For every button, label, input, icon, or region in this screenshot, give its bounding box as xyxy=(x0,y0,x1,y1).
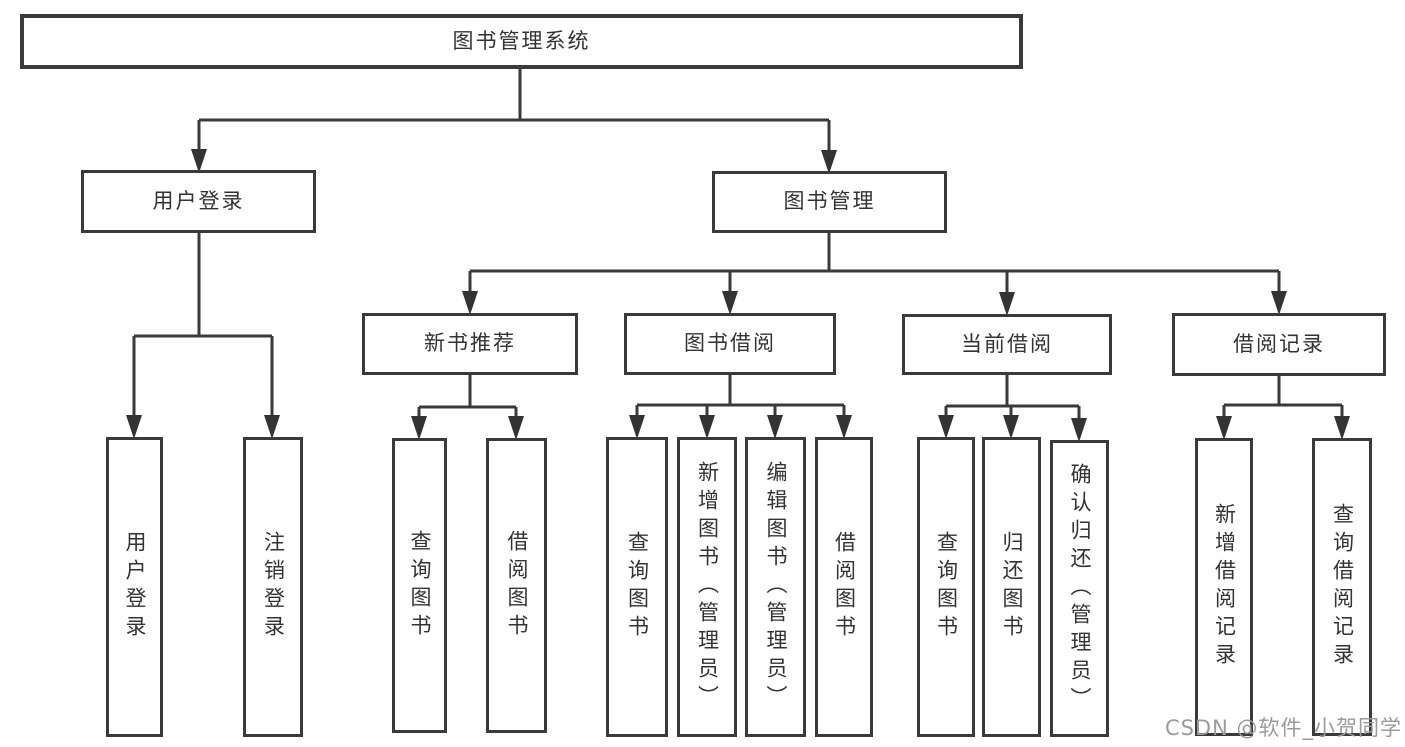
node-cb-query-books: 查询图书 xyxy=(917,437,975,737)
node-label: 归还图书 xyxy=(1000,531,1024,643)
node-label: 确认归还（管理员） xyxy=(1068,462,1092,715)
node-book-management: 图书管理 xyxy=(712,171,947,233)
node-label: 借阅记录 xyxy=(1233,331,1325,356)
node-label: 新增借阅记录 xyxy=(1212,503,1237,671)
node-user-login-leaf: 用户登录 xyxy=(106,437,163,737)
node-label: 查询图书 xyxy=(408,529,432,642)
node-label: 图书管理系统 xyxy=(452,28,591,53)
arrowheads xyxy=(126,149,1350,442)
csdn-watermark: CSDN @软件_小贺同学 xyxy=(1164,716,1402,740)
node-label: 图书借阅 xyxy=(684,331,776,356)
node-borrowing-records: 借阅记录 xyxy=(1172,313,1386,376)
node-label: 当前借阅 xyxy=(961,331,1053,356)
node-library-management-system: 图书管理系统 xyxy=(20,14,1023,69)
node-label: 新书推荐 xyxy=(424,331,516,356)
node-br-query-record: 查询借阅记录 xyxy=(1312,438,1372,736)
node-bb-query-books: 查询图书 xyxy=(606,437,668,737)
node-label: 借阅图书 xyxy=(832,531,857,643)
node-current-borrowing: 当前借阅 xyxy=(902,314,1112,375)
node-bb-borrow-books: 借阅图书 xyxy=(815,437,873,737)
node-label: 编辑图书（管理员） xyxy=(764,461,788,713)
node-label: 查询借阅记录 xyxy=(1330,503,1355,671)
node-bb-edit-books-admin: 编辑图书（管理员） xyxy=(745,437,806,737)
node-label: 用户登录 xyxy=(152,188,245,213)
node-label: 图书管理 xyxy=(783,189,876,214)
node-label: 查询图书 xyxy=(934,531,959,643)
node-br-add-record: 新增借阅记录 xyxy=(1195,438,1253,736)
node-label: 借阅图书 xyxy=(505,529,529,642)
node-cb-confirm-return-admin: 确认归还（管理员） xyxy=(1050,440,1109,737)
node-new-book-recommend: 新书推荐 xyxy=(362,313,578,375)
node-bb-add-books-admin: 新增图书（管理员） xyxy=(677,437,737,737)
node-label: 查询图书 xyxy=(625,531,650,643)
node-cb-return-books: 归还图书 xyxy=(982,437,1041,737)
node-nb-borrow-books: 借阅图书 xyxy=(486,438,547,733)
node-logout-leaf: 注销登录 xyxy=(243,437,303,737)
node-nb-query-books: 查询图书 xyxy=(392,438,447,733)
node-label: 新增图书（管理员） xyxy=(695,461,720,713)
node-label: 注销登录 xyxy=(261,531,286,643)
node-label: 用户登录 xyxy=(123,531,147,643)
node-user-login: 用户登录 xyxy=(81,170,316,233)
node-book-borrowing: 图书借阅 xyxy=(624,313,836,375)
